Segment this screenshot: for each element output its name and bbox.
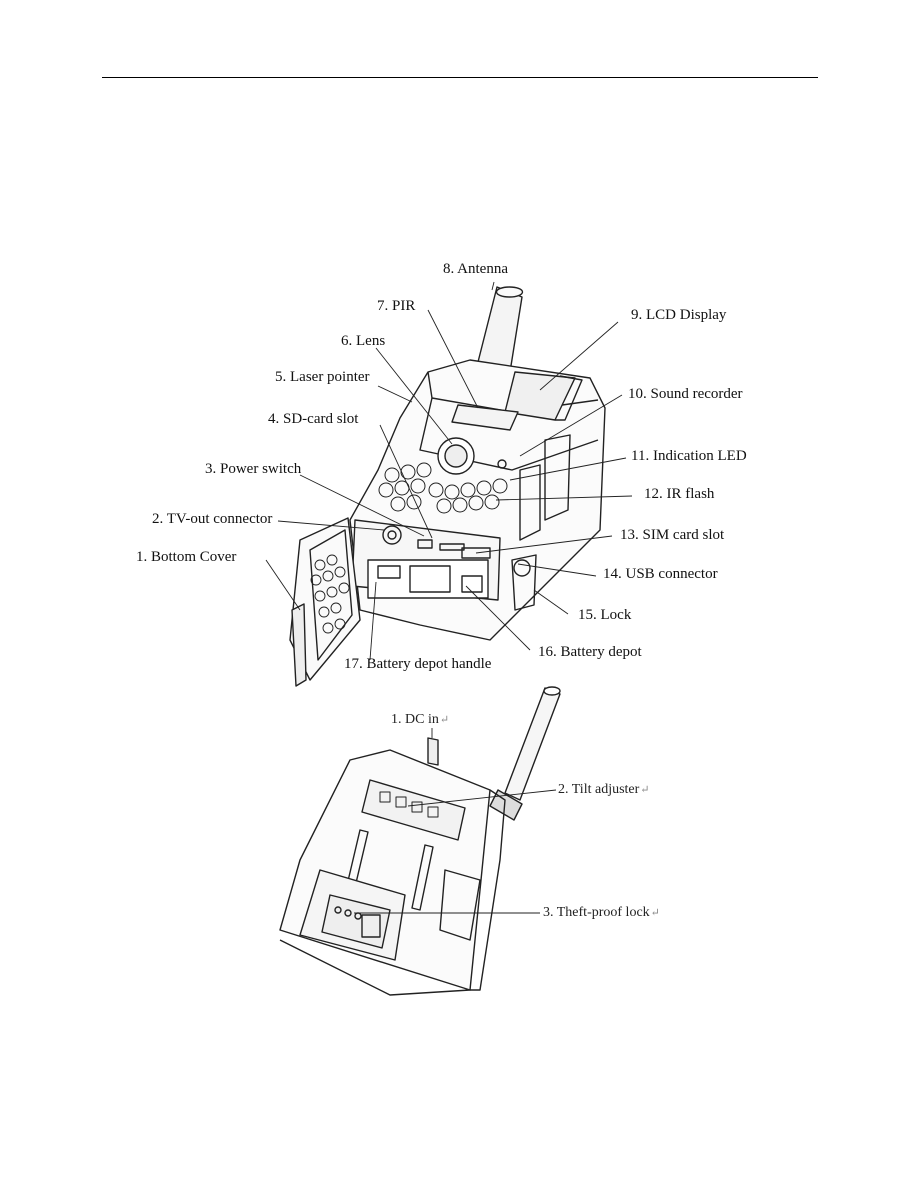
label-laser-pointer: 5. Laser pointer bbox=[275, 369, 370, 385]
back-antenna-drawing bbox=[489, 686, 561, 821]
label-theft-proof-lock: 3. Theft-proof lock↵ bbox=[543, 905, 660, 920]
label-antenna: 8. Antenna bbox=[443, 261, 508, 277]
label-sd-card-slot: 4. SD-card slot bbox=[268, 411, 359, 427]
label-bottom-cover: 1. Bottom Cover bbox=[136, 549, 237, 565]
label-ir-flash: 12. IR flash bbox=[644, 486, 715, 502]
label-battery-depot: 16. Battery depot bbox=[538, 644, 642, 660]
label-lcd-display: 9. LCD Display bbox=[631, 307, 727, 323]
label-sound-recorder: 10. Sound recorder bbox=[628, 386, 743, 402]
housing-drawing bbox=[349, 359, 606, 641]
label-dc-in: 1. DC in↵ bbox=[391, 712, 450, 727]
label-tv-out-connector: 2. TV-out connector bbox=[152, 511, 273, 527]
label-indication-led: 11. Indication LED bbox=[631, 448, 747, 464]
leader-lines-top bbox=[265, 281, 633, 661]
label-lock: 15. Lock bbox=[578, 607, 632, 623]
bottom-cover-drawing bbox=[289, 517, 361, 687]
label-lens: 6. Lens bbox=[341, 333, 386, 349]
return-mark: ↵ bbox=[640, 784, 650, 796]
leader-lines-bottom bbox=[354, 728, 557, 914]
label-battery-depot-handle: 17. Battery depot handle bbox=[344, 656, 492, 672]
label-tilt-adjuster: 2. Tilt adjuster↵ bbox=[558, 782, 650, 797]
return-mark: ↵ bbox=[439, 714, 450, 726]
label-usb-connector: 14. USB connector bbox=[603, 566, 718, 582]
label-pir: 7. PIR bbox=[377, 298, 416, 314]
label-sim-card-slot: 13. SIM card slot bbox=[620, 527, 725, 543]
label-power-switch: 3. Power switch bbox=[205, 461, 302, 477]
back-body-drawing bbox=[279, 749, 506, 996]
header-rule bbox=[102, 77, 818, 78]
return-mark: ↵ bbox=[650, 907, 660, 919]
